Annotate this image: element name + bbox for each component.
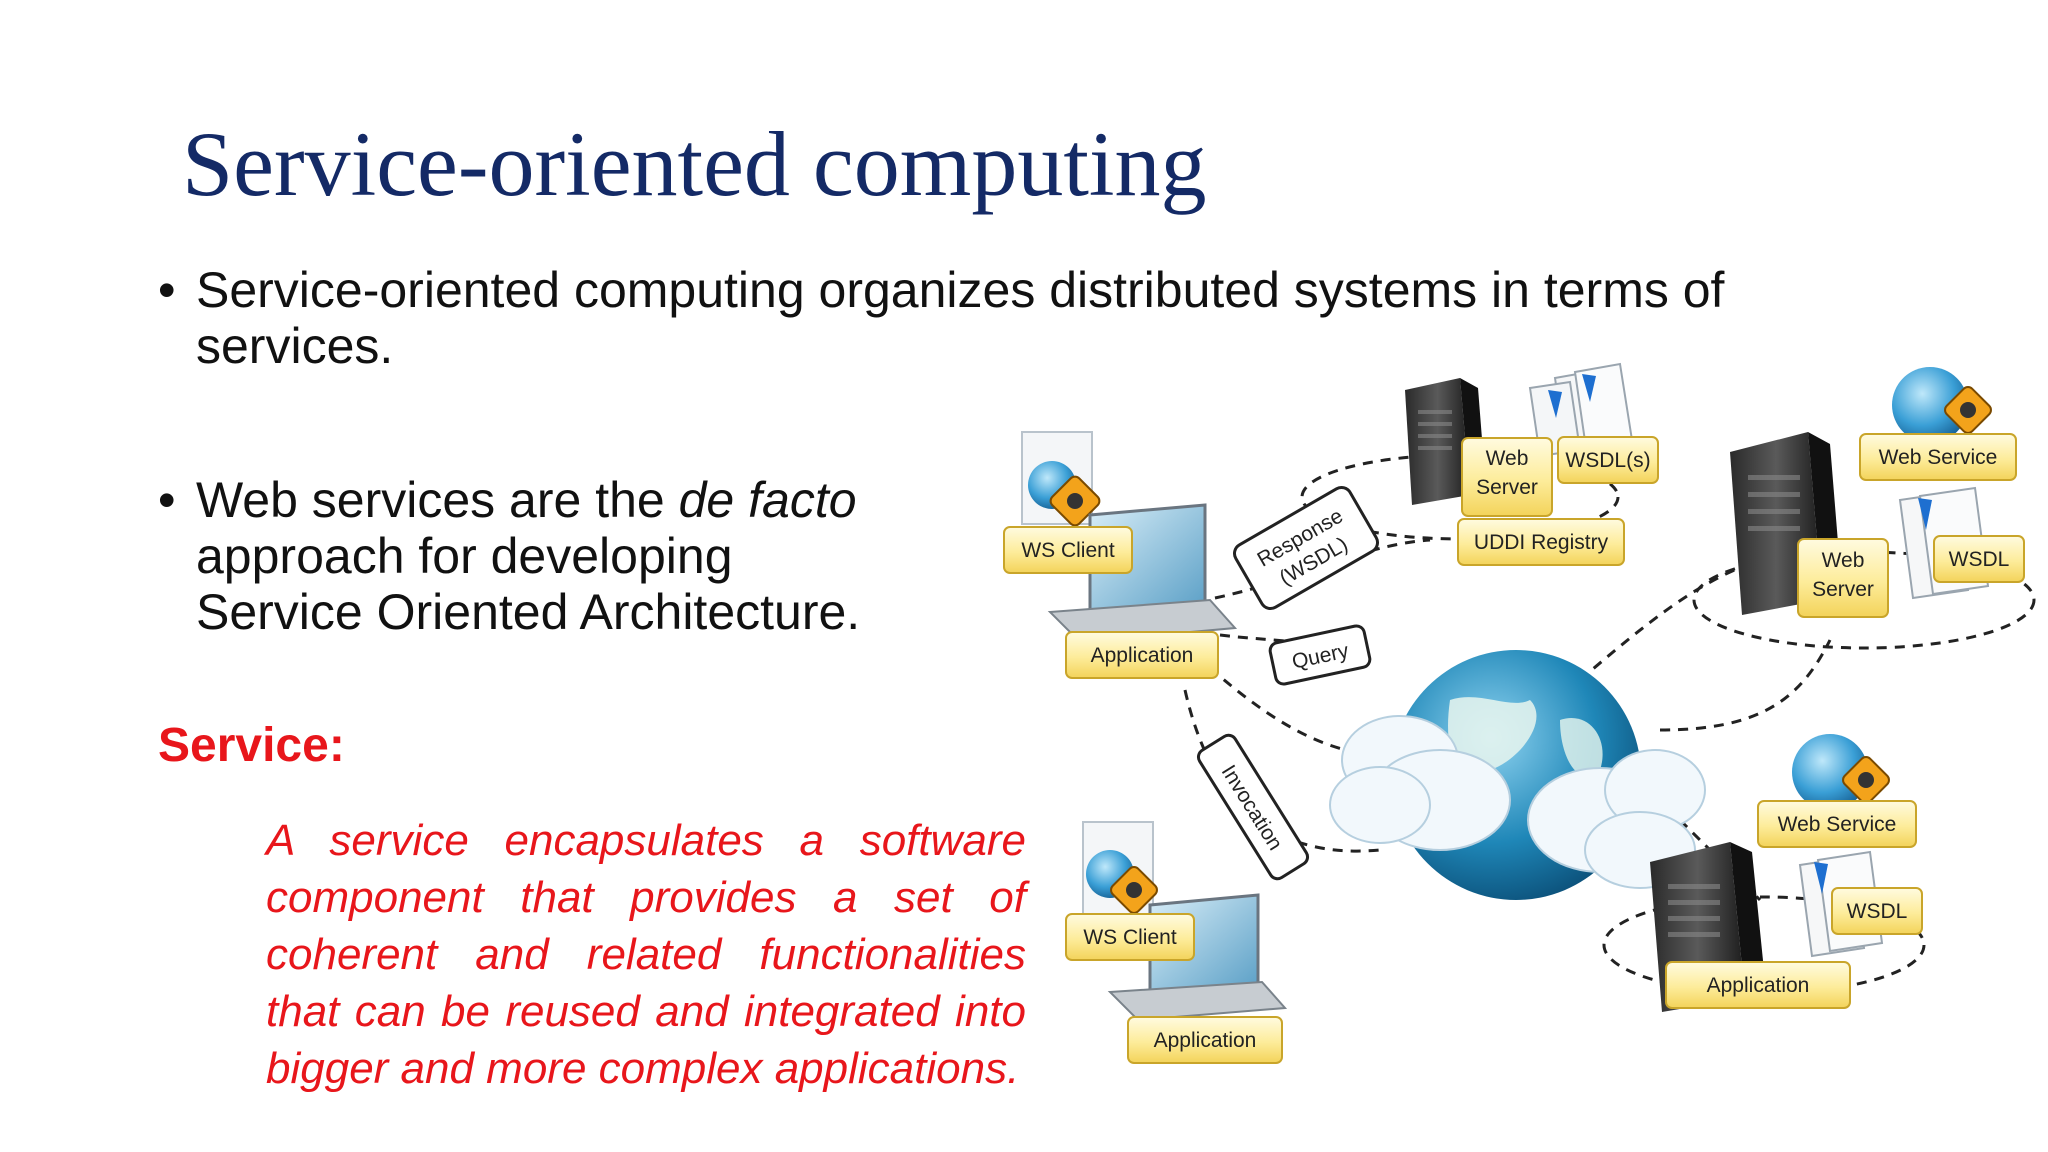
uddi-registry-label: UDDI Registry	[1474, 531, 1609, 554]
web-service-bottom-label: Web Service	[1778, 813, 1897, 836]
server-right-ring	[1692, 550, 2036, 650]
bullet-line-2: approach for developing	[196, 528, 733, 584]
slide-title: Service-oriented computing	[182, 113, 1207, 215]
web-server-label-line2: Server	[1476, 476, 1538, 499]
bullet-line-1-text: Web services are the	[196, 472, 679, 528]
ws-client-bottom-document-icon	[1082, 821, 1158, 915]
bullet-dot: •	[158, 472, 176, 528]
wsdl-bottom-label: WSDL	[1847, 900, 1908, 923]
bullet-dot: •	[158, 262, 176, 318]
ws-client-document-icon	[1021, 431, 1101, 527]
link-invocation	[1183, 689, 1381, 853]
web-server-right-label-line1: Web	[1822, 549, 1865, 572]
web-service-label: Web Service	[1879, 446, 1998, 469]
wsdl-right-label: WSDL	[1949, 548, 2010, 571]
web-server-label-line1: Web	[1486, 447, 1529, 470]
bullet-item-soc: • Service-oriented computing organizes d…	[158, 262, 1798, 382]
service-definition: A service encapsulates a software compon…	[266, 816, 1026, 1093]
internet-globe-icon	[1329, 650, 1706, 900]
wsdls-label: WSDL(s)	[1565, 449, 1650, 472]
server-bottom-ring	[1602, 895, 1926, 995]
ws-client-label: WS Client	[1021, 539, 1115, 562]
bullet-item-web-services: • Web services are the de facto approach…	[158, 472, 918, 652]
bullet-text: Service-oriented computing organizes dis…	[196, 262, 1725, 374]
bullet-line-1: Web services are the de facto	[196, 472, 936, 528]
web-service-globe-icon	[1892, 367, 1992, 443]
ws-client-bottom-label: WS Client	[1083, 926, 1177, 949]
link-globe-right-2	[1659, 639, 1832, 732]
service-heading: Service:	[158, 719, 345, 772]
web-service-globe-bottom-icon	[1792, 734, 1890, 810]
web-server-right-label-line2: Server	[1812, 578, 1874, 601]
application-bottom-right-label: Application	[1707, 974, 1810, 997]
link-globe-right	[1579, 558, 1761, 682]
bullet-text: Web services are the de facto approach f…	[196, 472, 936, 640]
application-bottom-label: Application	[1154, 1029, 1257, 1052]
bullet-line-3: Service Oriented Architecture.	[196, 584, 861, 640]
emphasis-text: de facto	[678, 472, 857, 528]
application-label: Application	[1091, 644, 1194, 667]
